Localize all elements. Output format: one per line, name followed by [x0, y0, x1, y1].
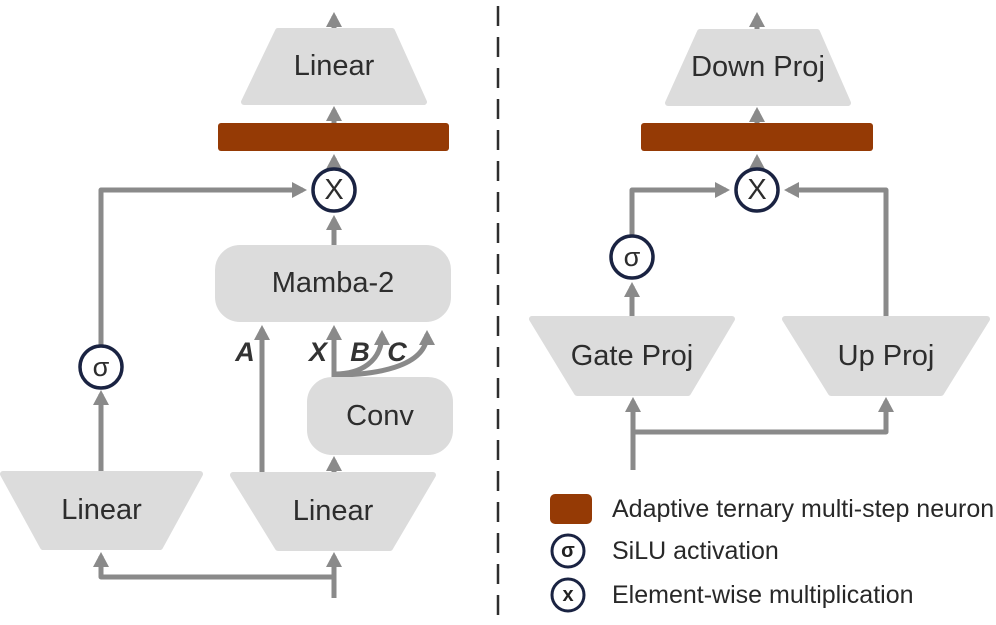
arrow-c-input-curve	[334, 330, 435, 378]
arrow-sigma-to-mult-left	[98, 182, 307, 346]
node-linear-output-left	[241, 28, 427, 105]
sigma-circle-left	[78, 344, 124, 390]
right-block-shapes	[529, 29, 990, 396]
node-mamba2	[215, 245, 451, 322]
arrow-b-input-curve	[334, 330, 390, 377]
arrow-sigma-to-mult-right	[629, 182, 730, 236]
operator-circles	[78, 167, 780, 390]
arrow-input-upproj	[633, 397, 894, 435]
legend-circles	[550, 533, 586, 613]
neuron-bar-left	[218, 123, 449, 151]
arrow-upproj-to-mult	[784, 182, 889, 319]
node-linear-gate-left	[0, 471, 203, 550]
connectors	[93, 12, 894, 598]
node-up-proj	[782, 316, 990, 396]
legend-neuron-swatch	[550, 494, 592, 524]
left-block-shapes	[0, 28, 453, 551]
legend-mult-circle	[550, 577, 586, 613]
node-conv	[307, 377, 453, 455]
sigma-circle-right	[609, 234, 655, 280]
node-linear-input-left	[230, 472, 436, 551]
legend-sigma-circle	[550, 533, 586, 569]
node-down-proj	[665, 29, 851, 106]
mult-circle-right	[734, 167, 780, 213]
mult-circle-left	[311, 167, 357, 213]
arrow-input-left-linear	[93, 552, 334, 580]
node-gate-proj	[529, 316, 735, 396]
neuron-bar-right	[641, 123, 873, 151]
